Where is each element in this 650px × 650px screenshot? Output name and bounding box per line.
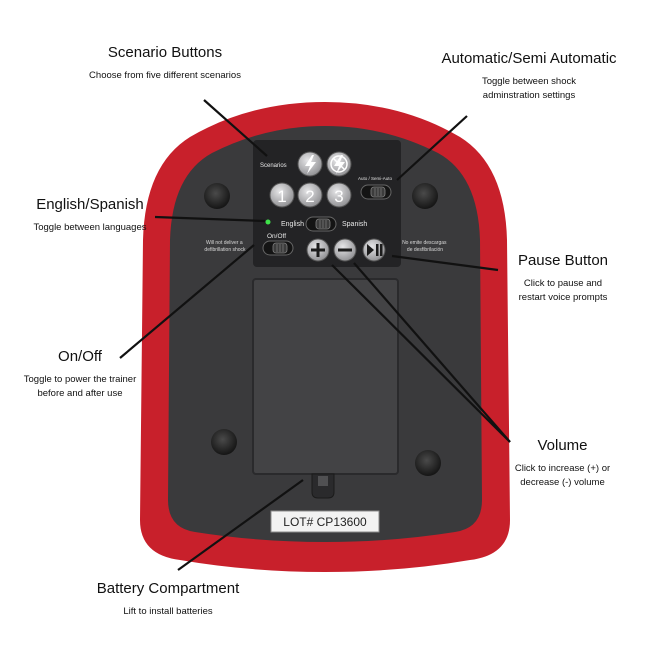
callout-title: Scenario Buttons (107, 44, 223, 61)
callout-volume: Volume Click to increase (+) or decrease… (490, 437, 635, 490)
language-switch[interactable] (305, 216, 337, 232)
scenario-button-3[interactable]: 3 (326, 182, 352, 208)
warning-text-english: Will not deliver a defibrillation shock (204, 240, 246, 253)
control-panel (253, 140, 401, 267)
callout-auto-semi-auto: Automatic/Semi Automatic Toggle between … (418, 50, 640, 103)
callout-pause-button: Pause Button Click to pause and restart … (488, 252, 638, 305)
callout-scenario-buttons: Scenario Buttons Choose from five differ… (55, 44, 275, 83)
volume-up-button[interactable] (306, 238, 330, 262)
lightning-icon (305, 155, 316, 174)
callout-description: Click to pause and restart voice prompts (518, 278, 608, 303)
callout-english-spanish: English/Spanish Toggle between languages (10, 196, 170, 235)
scenario-button-2[interactable]: 2 (297, 182, 323, 208)
scenario-leader-line (203, 99, 268, 157)
lot-number: LOT# CP13600 (283, 515, 367, 529)
callout-description: Toggle between languages (33, 222, 147, 233)
language-leader-line (154, 215, 266, 223)
callout-title: English/Spanish (36, 196, 144, 213)
callout-description: Toggle to power the trainer before and a… (23, 374, 137, 399)
auto-semi-auto-label: Auto / Semi-Auto (358, 176, 393, 181)
callout-battery-compartment: Battery Compartment Lift to install batt… (78, 580, 258, 619)
scenario-number: 2 (305, 187, 314, 206)
callout-title: Volume (537, 437, 588, 454)
warning-text-spanish: No emite descargas de desfibrilación (402, 240, 448, 253)
play-pause-icon (367, 244, 374, 256)
callout-description: Click to increase (+) or decrease (-) vo… (514, 463, 611, 488)
power-led (265, 219, 271, 225)
pause-play-button[interactable] (362, 238, 386, 262)
battery-latch[interactable] (311, 473, 335, 499)
scenario-no-shock-button[interactable] (326, 151, 352, 177)
plus-icon (311, 243, 325, 257)
volume-leader-line-1 (331, 264, 511, 443)
lot-label-plate (270, 510, 380, 533)
callout-description: Choose from five different scenarios (89, 70, 241, 81)
scenario-button-1[interactable]: 1 (269, 182, 295, 208)
leader-lines (119, 99, 511, 571)
on-off-label: On/Off (267, 233, 286, 240)
auto-semi-auto-switch[interactable] (360, 184, 392, 200)
rubber-foot (211, 429, 237, 455)
scenario-number: 1 (277, 187, 286, 206)
rubber-foot (412, 183, 438, 209)
callout-title: Automatic/Semi Automatic (441, 50, 617, 67)
rubber-foot (415, 450, 441, 476)
spanish-label: Spanish (342, 221, 367, 228)
rubber-foot (204, 183, 230, 209)
battery-leader-line (177, 479, 304, 571)
auto-leader-line (396, 115, 468, 181)
callout-description: Lift to install batteries (123, 606, 213, 617)
power-leader-line (119, 244, 255, 359)
callout-title: On/Off (58, 348, 102, 365)
scenario-number: 3 (334, 187, 343, 206)
callout-description: Toggle between shock adminstration setti… (481, 76, 576, 101)
no-shock-icon (330, 155, 348, 173)
callout-title: Battery Compartment (96, 580, 240, 597)
callout-title: Pause Button (517, 252, 609, 269)
power-switch[interactable] (262, 240, 294, 256)
volume-down-button[interactable] (333, 238, 357, 262)
volume-leader-line-2 (353, 262, 511, 443)
scenarios-label: Scenarios (260, 163, 287, 169)
pause-leader-line (391, 254, 499, 272)
scenario-lightning-button[interactable] (297, 151, 323, 177)
callout-on-off: On/Off Toggle to power the trainer befor… (5, 348, 155, 401)
english-label: English (281, 221, 304, 228)
